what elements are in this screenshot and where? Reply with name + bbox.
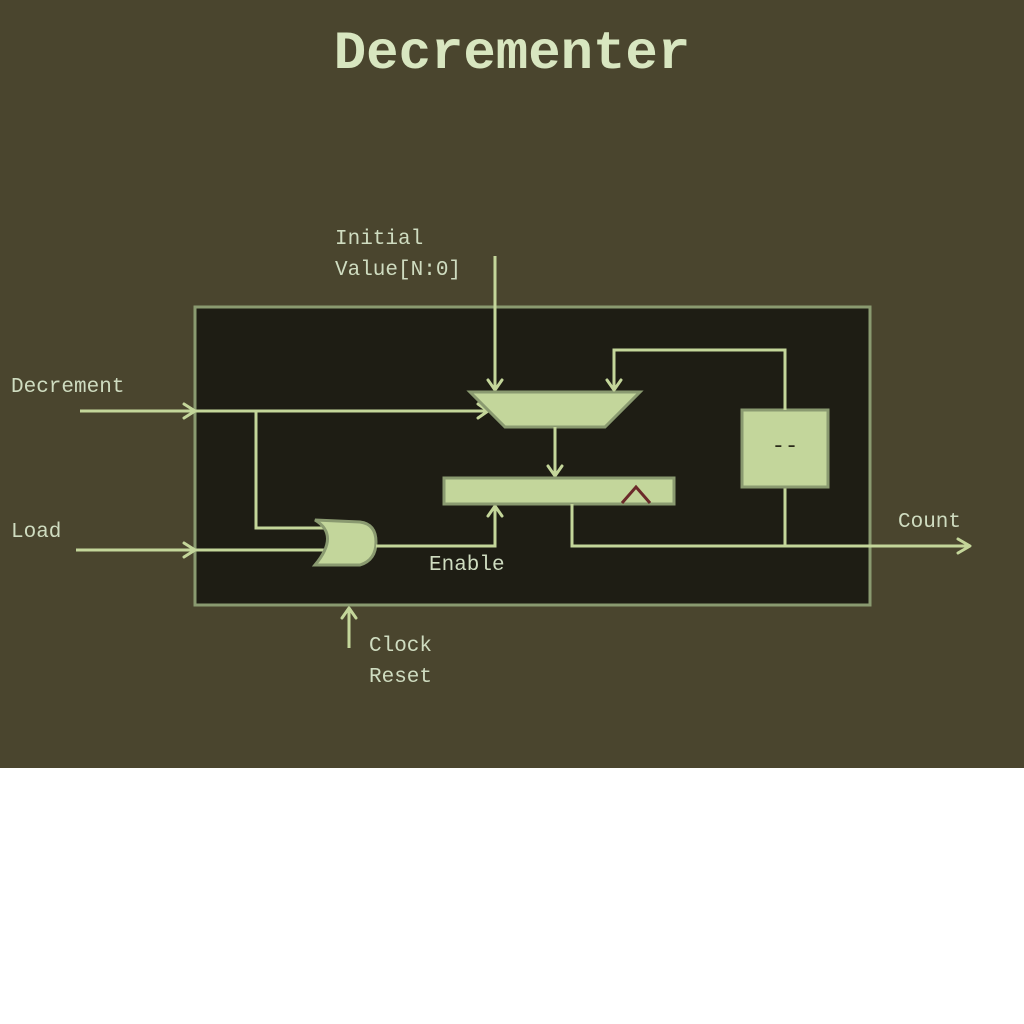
count-label: Count	[898, 511, 962, 534]
clock-edge-marker	[620, 484, 652, 504]
decrement-symbol: --	[771, 434, 799, 459]
enable-wire	[376, 506, 497, 548]
clock-reset-arrow	[340, 606, 358, 620]
feedback-wire	[612, 348, 787, 410]
diagram-canvas: Decrementer	[0, 0, 1024, 768]
feedback-arrow	[605, 378, 623, 392]
initial-value-label-line2: Value[N:0]	[335, 259, 462, 282]
initial-value-arrow	[486, 378, 504, 392]
clock-label: Clock	[369, 635, 433, 658]
decrement-to-or-wire	[254, 411, 325, 530]
multiplexer	[466, 390, 644, 429]
diagram-title: Decrementer	[333, 24, 691, 85]
decrementer-schematic	[76, 256, 972, 648]
load-label: Load	[11, 521, 62, 544]
enable-arrow	[486, 504, 504, 518]
count-output-arrow	[956, 537, 972, 555]
register	[442, 476, 676, 506]
decrement-label: Decrement	[11, 376, 125, 399]
reset-label: Reset	[369, 666, 433, 689]
mux-to-register-arrow	[546, 464, 564, 478]
initial-value-label-line1: Initial	[335, 228, 424, 251]
register-output-wire	[570, 504, 968, 548]
or-gate	[311, 518, 378, 567]
enable-label: Enable	[429, 554, 505, 577]
